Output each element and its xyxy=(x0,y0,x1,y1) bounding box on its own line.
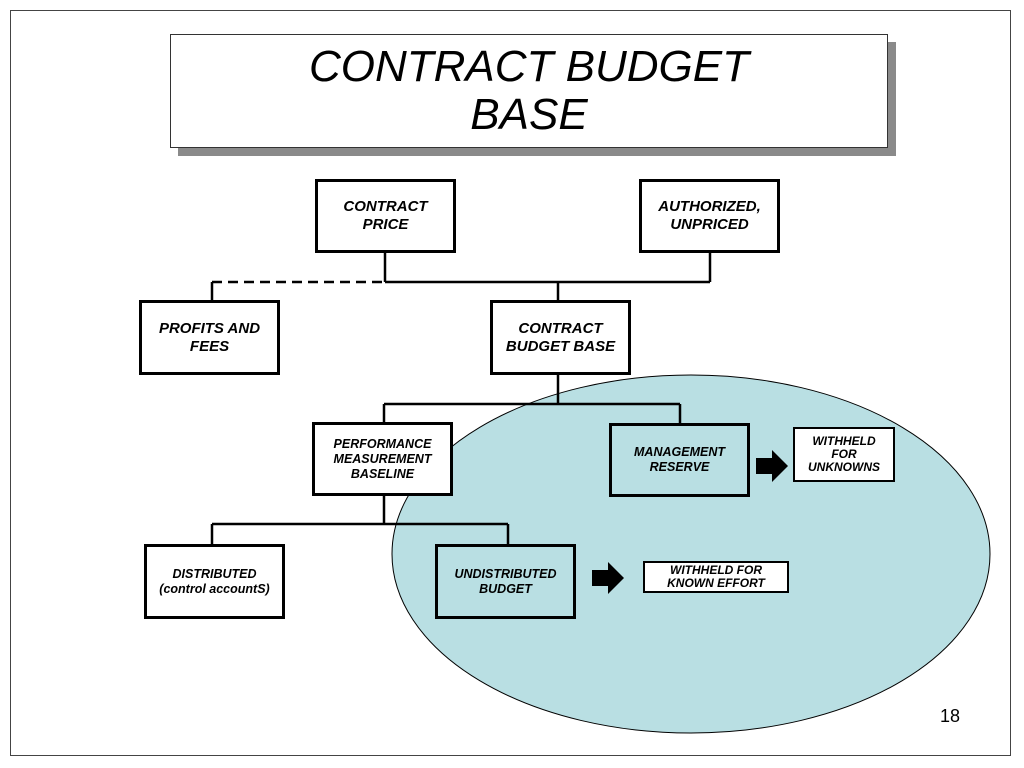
distributed-box: DISTRIBUTED (control accountS) xyxy=(144,544,285,619)
page-number: 18 xyxy=(939,706,961,726)
slide-frame xyxy=(10,10,1011,756)
title-line-1: CONTRACT BUDGET xyxy=(309,42,749,91)
performance-measurement-baseline-box: PERFORMANCE MEASUREMENT BASELINE xyxy=(312,422,453,496)
right-arrow-icon xyxy=(756,450,788,482)
management-reserve-box: MANAGEMENT RESERVE xyxy=(609,423,750,497)
contract-budget-base-box: CONTRACT BUDGET BASE xyxy=(490,300,631,375)
contract-price-box: CONTRACT PRICE xyxy=(315,179,456,253)
withheld-for-unknowns-box: WITHHELD FOR UNKNOWNS xyxy=(793,427,895,482)
title-line-2: BASE xyxy=(470,90,588,139)
authorized-unpriced-box: AUTHORIZED, UNPRICED xyxy=(639,179,780,253)
profits-and-fees-box: PROFITS AND FEES xyxy=(139,300,280,375)
slide-title: CONTRACT BUDGET BASE xyxy=(170,34,888,148)
withheld-for-known-effort-box: WITHHELD FOR KNOWN EFFORT xyxy=(643,561,789,593)
undistributed-budget-box: UNDISTRIBUTED BUDGET xyxy=(435,544,576,619)
right-arrow-icon xyxy=(592,562,624,594)
